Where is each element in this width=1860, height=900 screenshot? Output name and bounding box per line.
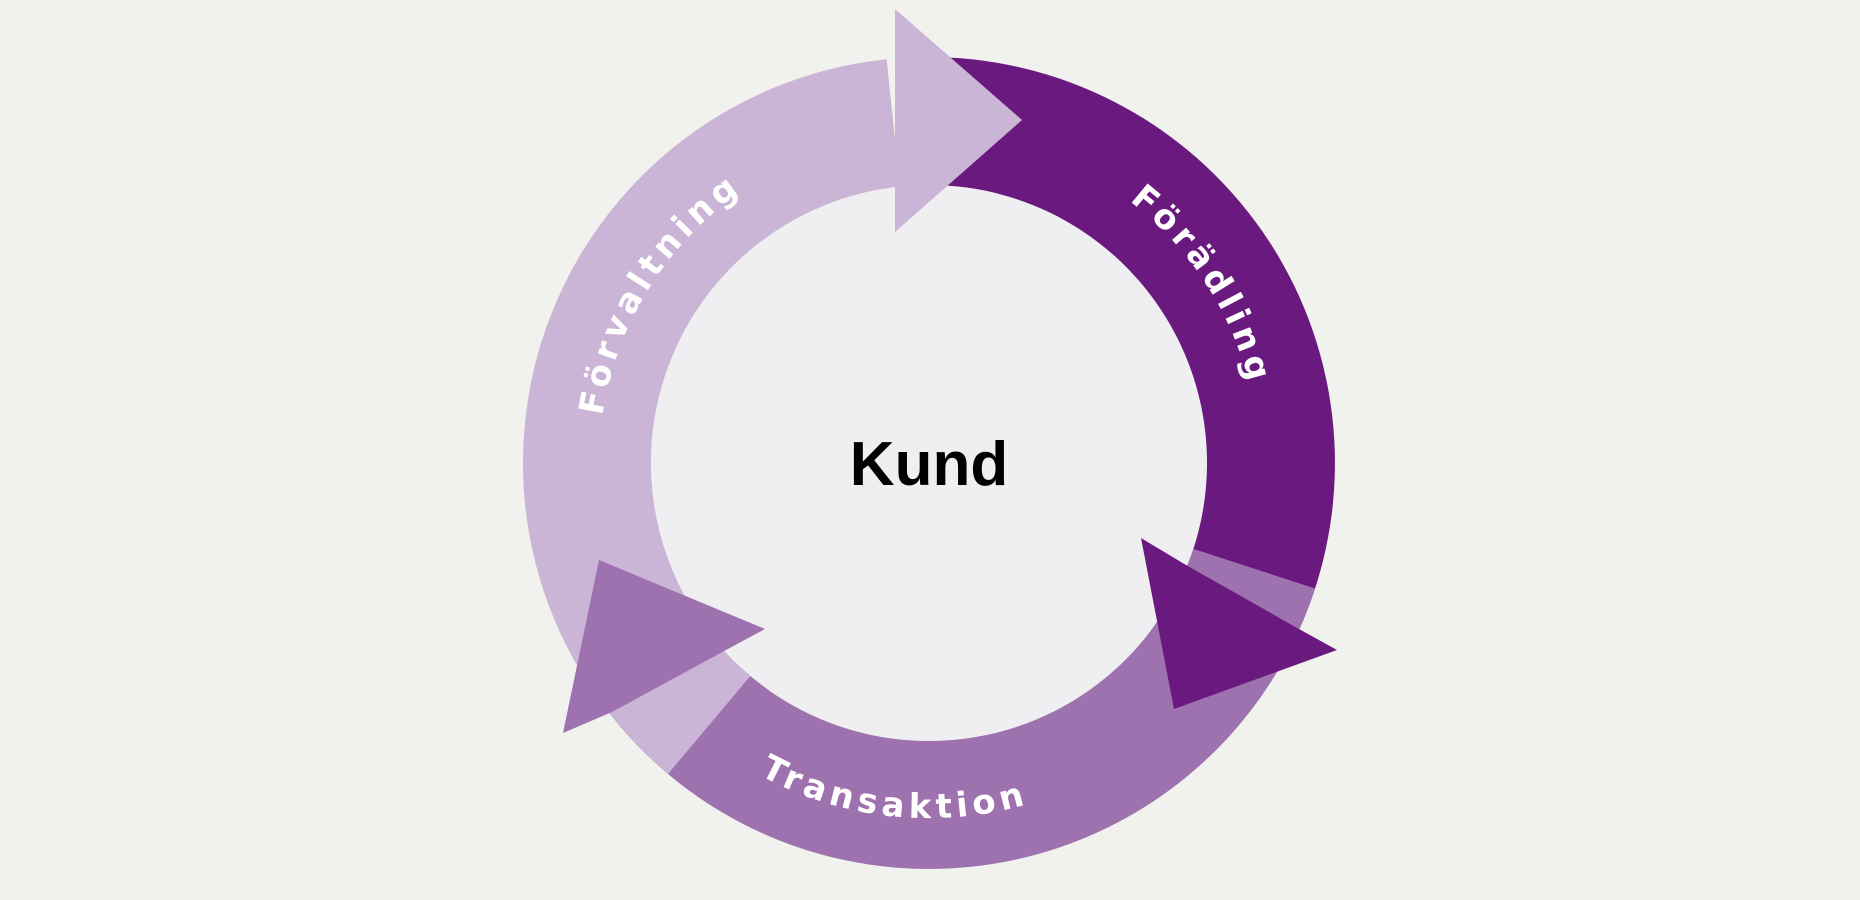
transaktion-arrowhead — [563, 560, 765, 733]
transaktion-band — [618, 548, 1316, 869]
forvaltning-arrowhead — [895, 9, 1022, 232]
foradling-arrowhead — [1141, 538, 1337, 709]
center-label: Kund — [850, 430, 1008, 499]
inner-circle — [651, 185, 1207, 741]
foradling-band — [933, 57, 1335, 622]
